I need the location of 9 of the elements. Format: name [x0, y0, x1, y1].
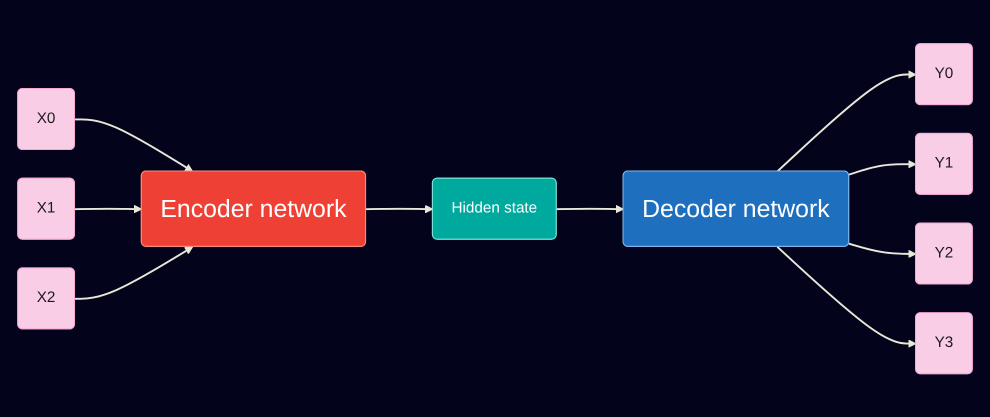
arrow: [848, 160, 916, 176]
arrow: [366, 204, 434, 214]
arrow: [74, 246, 194, 300]
arrow: [74, 204, 142, 214]
arrow: [776, 246, 916, 348]
arrow: [74, 118, 194, 172]
arrow: [848, 242, 916, 258]
arrow: [556, 204, 624, 214]
arrow: [776, 70, 916, 172]
